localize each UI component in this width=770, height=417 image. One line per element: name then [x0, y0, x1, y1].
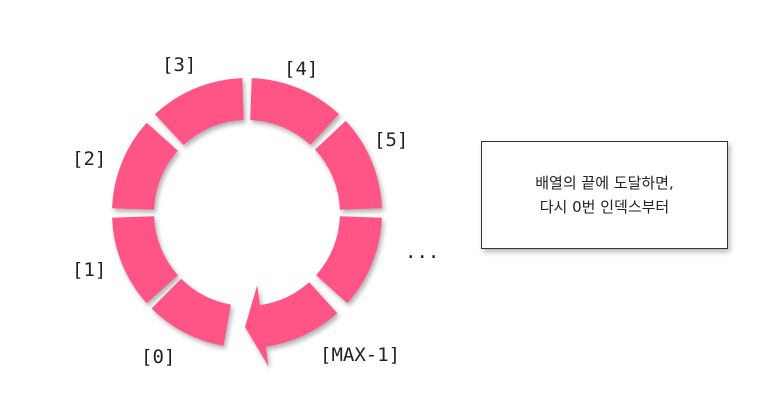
index-label-2: [2]: [72, 148, 107, 170]
index-label-max: [MAX-1]: [320, 344, 401, 366]
index-label-0: [0]: [141, 346, 176, 368]
note-line-2: 다시 0번 인덱스부터: [539, 198, 670, 216]
ellipsis-label: ...: [405, 241, 440, 263]
index-label-3: [3]: [162, 54, 197, 76]
index-label-1: [1]: [72, 259, 107, 281]
segment-1: [112, 216, 178, 304]
segment-0: [151, 278, 231, 346]
segment-6: [316, 216, 382, 304]
segment-max-arrow: [245, 282, 338, 367]
segment-5: [315, 120, 382, 210]
note-line-1: 배열의 끝에 도달하면,: [535, 174, 674, 192]
index-label-5: [5]: [374, 129, 409, 151]
segment-3: [154, 78, 244, 145]
note-box: 배열의 끝에 도달하면, 다시 0번 인덱스부터: [481, 141, 728, 249]
segment-4: [250, 78, 340, 145]
index-label-4: [4]: [284, 58, 319, 80]
segment-2: [112, 122, 178, 210]
